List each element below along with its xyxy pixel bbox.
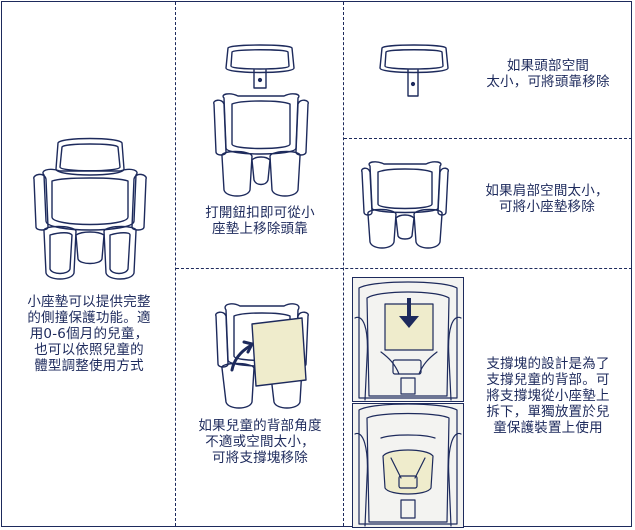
divider-vertical-1 [175,2,176,526]
support-block-text: 支撐塊的設計是為了 支撐兒童的背部。可 將支撐塊從小座墊上 拆下，單獨放置於兒 … [486,356,610,436]
infant-insert-full-icon [30,135,150,285]
headrest-detached-icon [214,44,306,92]
support-block-photo-bottom [352,403,464,528]
intro-text: 小座墊可以提供完整 的側撞保護功能。適 用0-6個月的兒童， 也可以依照兒童的 … [27,294,151,374]
insert-without-headrest-small-icon [360,160,450,252]
back-angle-text: 如果兒童的背部角度 不適或空間太小， 可將支撐塊移除 [198,418,322,466]
divider-horizontal-middle [176,268,632,269]
remove-headrest-text: 打開鈕扣即可從小 座墊上移除頭靠 [205,205,315,237]
insert-without-headrest-icon [212,90,310,200]
support-block-removal-icon [212,300,312,412]
divider-vertical-2 [343,2,344,526]
head-space-text: 如果頭部空間 太小，可將頭靠移除 [486,58,610,90]
headrest-icon [370,44,458,100]
shoulder-space-text: 如果肩部空間太小， 可將小座墊移除 [485,183,609,215]
arrow-down-icon [399,298,419,328]
divider-horizontal-right [344,138,632,139]
support-block-photo-top [352,277,464,402]
